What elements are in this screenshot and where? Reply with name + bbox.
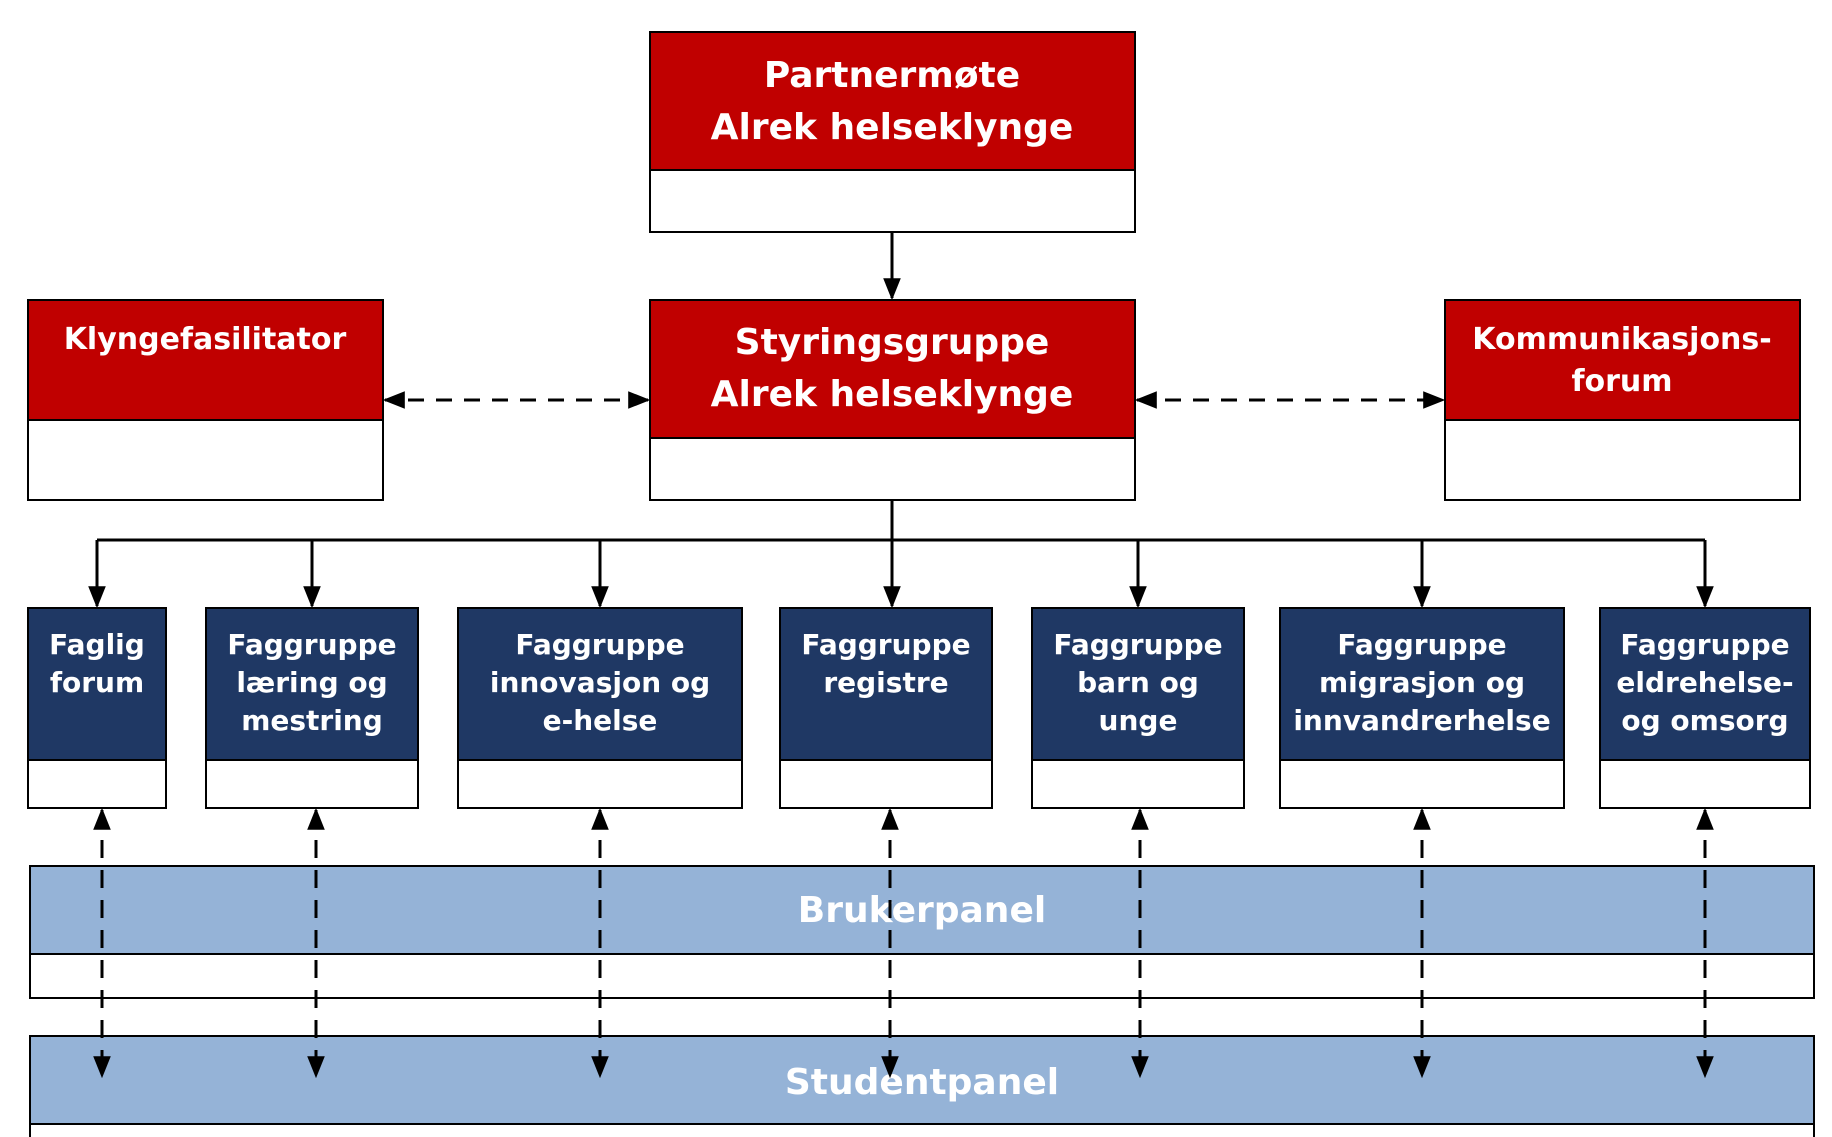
group-migrasjon: Faggruppe migrasjon og innvandrerhelse	[1279, 607, 1565, 809]
group-laering-mestring-line2: læring og	[236, 666, 387, 699]
group-eldrehelse-line2: eldrehelse-	[1616, 666, 1793, 699]
group-innovasjon-ehelse-line3: e-helse	[543, 704, 658, 737]
group-panel-links	[93, 807, 1714, 1079]
group-registre-line1: Faggruppe	[801, 628, 970, 661]
panel-studentpanel-header	[29, 1035, 1815, 1125]
group-migrasjon-line1: Faggruppe	[1337, 628, 1506, 661]
group-barn-unge: Faggruppe barn og unge	[1031, 607, 1245, 809]
group-laering-mestring-line3: mestring	[241, 704, 383, 737]
group-eldrehelse-header	[1599, 607, 1811, 761]
group-migrasjon-line3: innvandrerhelse	[1293, 704, 1550, 737]
box-partnermote-title-line2: Alrek helseklynge	[711, 107, 1074, 148]
group-faglig-forum-line1: Faglig	[49, 628, 145, 661]
group-eldrehelse-line3: og omsorg	[1621, 704, 1788, 737]
group-laering-mestring-line1: Faggruppe	[227, 628, 396, 661]
group-faglig-forum-line2: forum	[50, 666, 144, 699]
box-styringsgruppe: Styringsgruppe Alrek helseklynge	[649, 299, 1136, 501]
panel-brukerpanel: Brukerpanel	[29, 865, 1815, 999]
group-registre-line2: registre	[823, 666, 948, 699]
group-migrasjon-header	[1279, 607, 1565, 761]
group-barn-unge-line2: barn og	[1077, 666, 1199, 699]
box-kommunikasjonsforum-header	[1444, 299, 1801, 421]
group-innovasjon-ehelse-line1: Faggruppe	[515, 628, 684, 661]
box-kommunikasjonsforum-title-line2: forum	[1571, 364, 1672, 399]
group-barn-unge-header	[1031, 607, 1245, 761]
group-migrasjon-line2: migrasjon og	[1319, 666, 1525, 699]
box-styringsgruppe-title-line2: Alrek helseklynge	[711, 374, 1074, 415]
panel-brukerpanel-label: Brukerpanel	[798, 890, 1046, 931]
group-boxes: Faglig forum Faggruppe læring og mestrin…	[27, 607, 1811, 809]
box-partnermote-title-line1: Partnermøte	[764, 55, 1020, 96]
connectors	[88, 232, 1714, 609]
group-innovasjon-ehelse-header	[457, 607, 743, 761]
box-kommunikasjonsforum-title-line1: Kommunikasjons-	[1472, 322, 1771, 357]
box-partnermote: Partnermøte Alrek helseklynge	[649, 31, 1136, 233]
group-laering-mestring: Faggruppe læring og mestring	[205, 607, 419, 809]
box-klyngefasilitator-title: Klyngefasilitator	[64, 322, 347, 357]
box-partnermote-header	[649, 31, 1136, 171]
group-laering-mestring-header	[205, 607, 419, 761]
group-faglig-forum-header	[27, 607, 167, 761]
box-kommunikasjonsforum: Kommunikasjons- forum	[1444, 299, 1801, 501]
group-faglig-forum: Faglig forum	[27, 607, 167, 809]
panel-brukerpanel-header	[29, 865, 1815, 955]
group-eldrehelse-line1: Faggruppe	[1620, 628, 1789, 661]
panel-studentpanel-label: Studentpanel	[785, 1062, 1059, 1103]
panel-studentpanel: Studentpanel	[29, 1035, 1815, 1137]
group-eldrehelse: Faggruppe eldrehelse- og omsorg	[1599, 607, 1811, 809]
box-styringsgruppe-title-line1: Styringsgruppe	[735, 322, 1050, 363]
box-styringsgruppe-header	[649, 299, 1136, 439]
box-klyngefasilitator-header	[27, 299, 384, 421]
group-barn-unge-line1: Faggruppe	[1053, 628, 1222, 661]
group-innovasjon-ehelse-line2: innovasjon og	[490, 666, 710, 699]
group-registre-header	[779, 607, 993, 761]
group-barn-unge-line3: unge	[1099, 704, 1178, 737]
group-innovasjon-ehelse: Faggruppe innovasjon og e-helse	[457, 607, 743, 809]
box-klyngefasilitator: Klyngefasilitator	[27, 299, 384, 501]
group-registre: Faggruppe registre	[779, 607, 993, 809]
